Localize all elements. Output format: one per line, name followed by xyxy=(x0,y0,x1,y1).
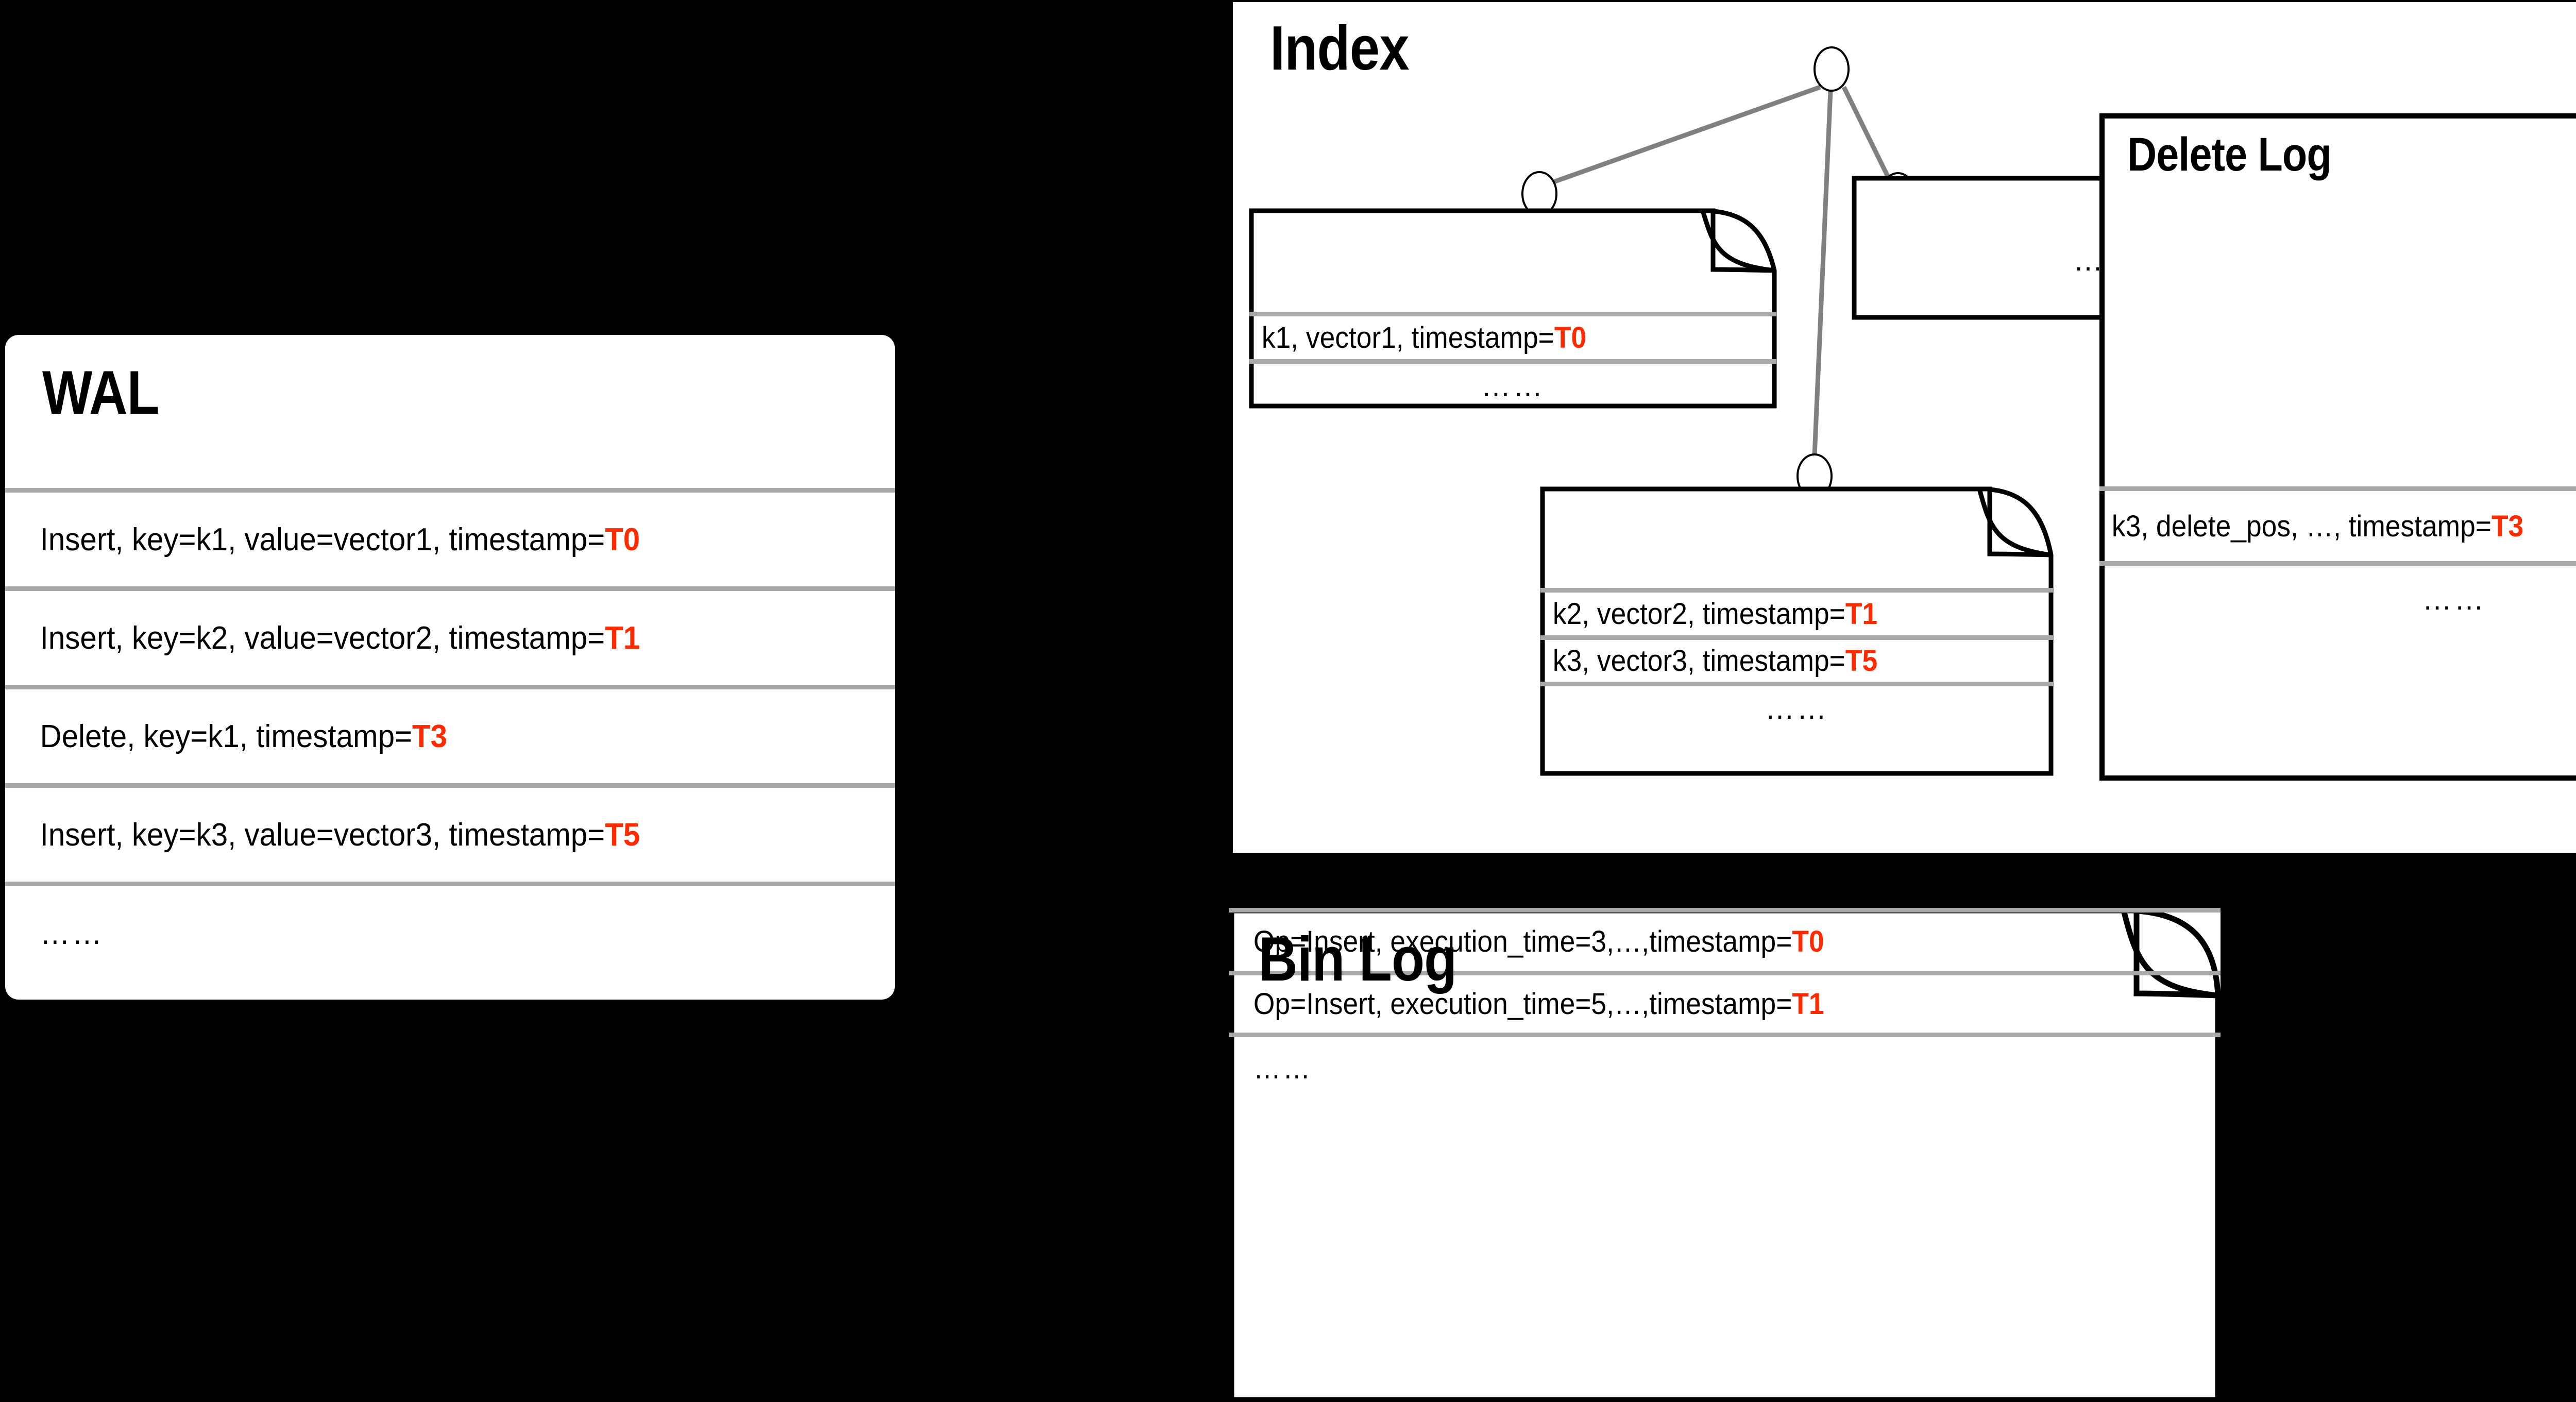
wal-row-text: Insert, key=k3, value=vector3, timestamp… xyxy=(40,817,640,853)
tree-edge-root-to-middle xyxy=(1812,90,1833,456)
index-node-row-text: k3, vector3, timestamp=T5 xyxy=(1552,644,1878,678)
index-node-row-text: …… xyxy=(1765,692,1829,725)
wal-row: Insert, key=k1, value=vector1, timestamp… xyxy=(5,488,895,586)
wal-row-timestamp: T0 xyxy=(605,521,640,558)
delete-log-row-timestamp: T3 xyxy=(2491,509,2524,543)
bin-log-row-text: Op=Insert, execution_time=5,…,timestamp=… xyxy=(1253,987,1824,1021)
delete-log-rows: k3, delete_pos, …, timestamp=T3 …… xyxy=(2099,486,2576,633)
bin-log-rows: Op=Insert, execution_time=3,…,timestamp=… xyxy=(1229,908,2221,1100)
wal-row-text: Insert, key=k1, value=vector1, timestamp… xyxy=(40,521,640,558)
tree-edge-root-to-left xyxy=(1551,85,1821,185)
bin-log-title: Bin Log xyxy=(1259,924,1457,994)
index-node-row-text: …… xyxy=(1481,369,1545,403)
bin-log-row: Op=Insert, execution_time=3,…,timestamp=… xyxy=(1229,908,2221,971)
bin-log-row-text: …… xyxy=(1253,1052,1312,1085)
wal-row-text: Insert, key=k2, value=vector2, timestamp… xyxy=(40,620,640,656)
delete-log-card: Delete Log k3, delete_pos, …, timestamp=… xyxy=(2099,113,2576,781)
wal-row-text: …… xyxy=(40,915,104,951)
bin-log-row-ellipsis: …… xyxy=(1229,1033,2221,1100)
wal-row-text: Delete, key=k1, timestamp=T3 xyxy=(40,718,448,754)
delete-log-row: k3, delete_pos, …, timestamp=T3 xyxy=(2099,486,2576,561)
delete-log-row-text: k3, delete_pos, …, timestamp=T3 xyxy=(2111,509,2524,543)
index-node-k1-rows: k1, vector1, timestamp=T0 …… xyxy=(1249,312,1776,408)
index-node-k2-k3-rows: k2, vector2, timestamp=T1 k3, vector3, t… xyxy=(1540,588,2053,731)
index-node-row-ellipsis: …… xyxy=(1249,359,1776,408)
index-node-row-timestamp: T0 xyxy=(1554,321,1587,354)
bin-log-row-text: Op=Insert, execution_time=3,…,timestamp=… xyxy=(1253,925,1824,958)
delete-log-title: Delete Log xyxy=(2127,128,2332,181)
delete-log-row-text: …… xyxy=(2422,583,2486,616)
index-node-row: k3, vector3, timestamp=T5 xyxy=(1540,635,2053,682)
index-node-row: k1, vector1, timestamp=T0 xyxy=(1249,312,1776,359)
index-node-row-text: k2, vector2, timestamp=T1 xyxy=(1552,597,1878,631)
wal-title: WAL xyxy=(42,358,160,427)
bin-log-panel: Bin Log Op=Insert, execution_time=3,…,ti… xyxy=(1229,908,2221,1402)
index-panel: Index k1, vector1, timestamp=T0 …… xyxy=(1233,2,2576,853)
wal-row: Insert, key=k3, value=vector3, timestamp… xyxy=(5,783,895,882)
bin-log-row: Op=Insert, execution_time=5,…,timestamp=… xyxy=(1229,971,2221,1033)
index-node-row-ellipsis: …… xyxy=(1540,682,2053,731)
wal-row: Insert, key=k2, value=vector2, timestamp… xyxy=(5,586,895,685)
index-node-k1: k1, vector1, timestamp=T0 …… xyxy=(1249,208,1777,409)
index-node-row-text: k1, vector1, timestamp=T0 xyxy=(1261,321,1587,354)
wal-row: Delete, key=k1, timestamp=T3 xyxy=(5,685,895,783)
bin-log-row-timestamp: T1 xyxy=(1792,987,1824,1021)
index-node-row-timestamp: T5 xyxy=(1845,644,1878,678)
delete-log-row-ellipsis: …… xyxy=(2099,561,2576,633)
wal-panel: WAL Insert, key=k1, value=vector1, times… xyxy=(5,335,895,1000)
tree-node-root xyxy=(1814,46,1850,92)
index-node-row: k2, vector2, timestamp=T1 xyxy=(1540,588,2053,635)
wal-row-timestamp: T3 xyxy=(412,718,448,754)
bin-log-row-timestamp: T0 xyxy=(1792,925,1824,958)
index-node-k2-k3: k2, vector2, timestamp=T1 k3, vector3, t… xyxy=(1540,486,2054,776)
wal-row-list: Insert, key=k1, value=vector1, timestamp… xyxy=(5,488,895,980)
index-node-row-timestamp: T1 xyxy=(1845,597,1878,631)
wal-row-ellipsis: …… xyxy=(5,882,895,980)
document-outline-icon xyxy=(2099,113,2576,781)
index-title: Index xyxy=(1270,13,1410,83)
wal-row-timestamp: T1 xyxy=(605,620,640,656)
wal-row-timestamp: T5 xyxy=(605,817,640,853)
tree-edge-root-to-right xyxy=(1841,86,1891,178)
